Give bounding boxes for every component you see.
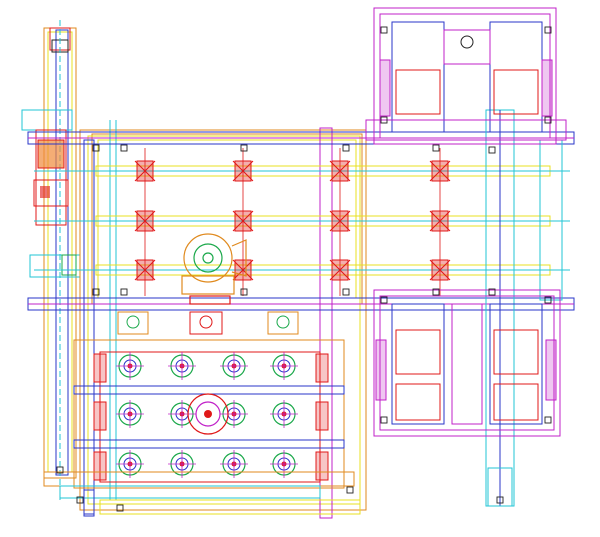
left-drive-column [43,20,77,500]
right-rails [485,109,563,507]
bolt-mark [240,144,248,152]
bolt-mark [240,288,248,296]
main-frame [79,120,367,519]
roller-shafts [34,165,570,276]
carriage-unit-top [365,7,567,145]
gear [168,352,196,380]
gear [168,450,196,478]
gear [220,400,248,428]
left-motor-block [21,109,81,278]
gear-grid [116,352,298,478]
bolt-mark [76,496,84,504]
bolt-mark [92,288,100,296]
bolt-mark [56,466,64,474]
geared-motor [181,233,247,305]
bolt-mark [342,144,350,152]
gear [220,450,248,478]
bolt-mark [496,496,504,504]
bolt-mark [380,296,388,304]
gear [116,400,144,428]
base-rails [43,471,361,517]
bolt-mark [544,416,552,424]
gear [270,400,298,428]
carriage-unit-bottom [373,289,561,437]
bolt-mark [116,504,124,512]
gear [270,450,298,478]
bolt-mark [544,26,552,34]
gear [116,450,144,478]
lower-gearbox-frame [73,339,345,489]
gear [220,352,248,380]
bolt-mark [432,288,440,296]
roller-grid [134,148,451,296]
bolt-mark [120,288,128,296]
bolt-mark [488,146,496,154]
bolt-mark [92,144,100,152]
fastener-marks [56,26,552,512]
gear [116,352,144,380]
bolt-mark [120,144,128,152]
gear [168,400,196,428]
bolt-mark [544,116,552,124]
bolt-mark [346,486,354,494]
bolt-mark [380,116,388,124]
bolt-mark [432,144,440,152]
bolt-mark [342,288,350,296]
gear [270,352,298,380]
bolt-mark [488,288,496,296]
center-drive-gear [187,393,229,435]
bolt-mark [380,416,388,424]
bolt-mark [380,26,388,34]
bearing-blocks [117,311,299,335]
bolt-mark [544,296,552,304]
